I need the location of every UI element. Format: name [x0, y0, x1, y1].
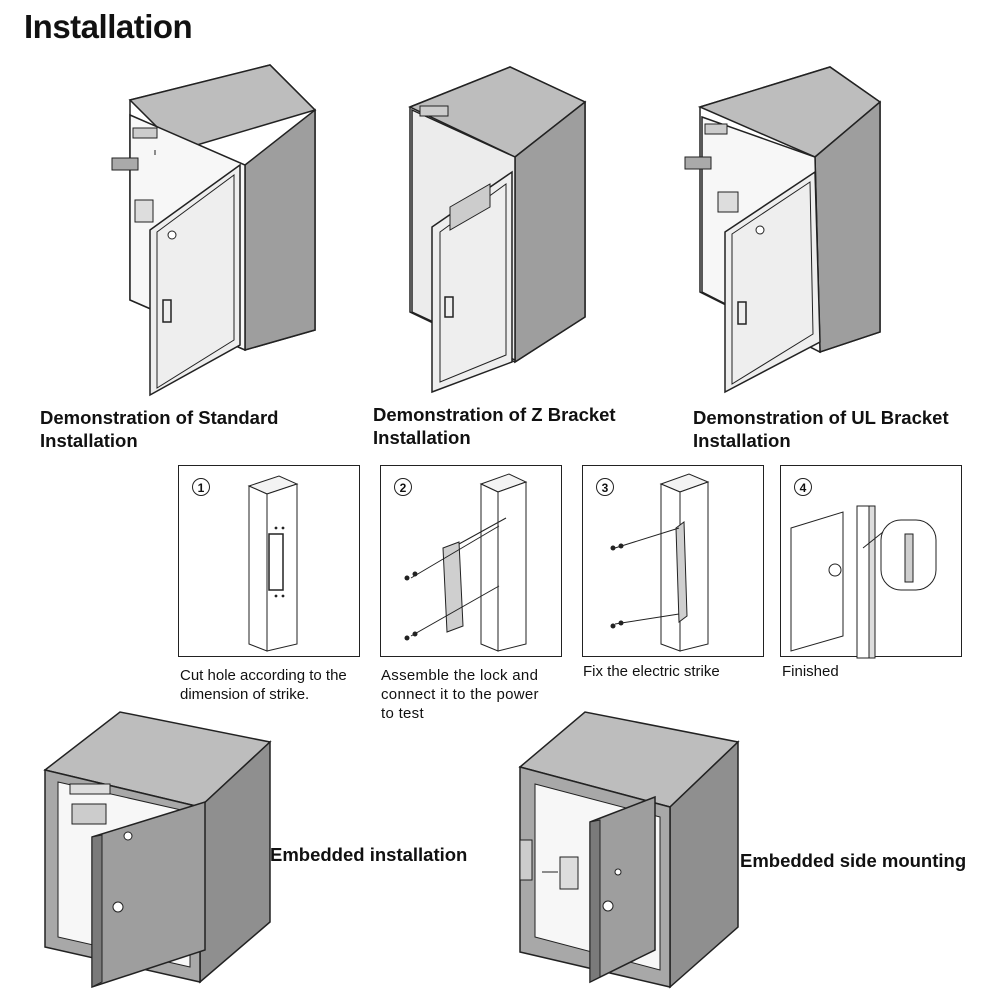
standard-installation-illustration [111, 64, 317, 397]
step-number: 4 [794, 478, 812, 496]
assemble-lock-illustration [404, 473, 528, 652]
caption-line: Installation [693, 430, 791, 451]
caption-line: connect it to the power [381, 686, 539, 703]
page-title: Installation [24, 8, 193, 45]
caption-line: Installation [373, 427, 471, 448]
step-4-caption: Finished [782, 662, 839, 681]
caption-line: Finished [782, 663, 839, 680]
z-bracket-installation-illustration [408, 66, 587, 394]
caption-line: dimension of strike. [180, 686, 310, 703]
step-3-caption: Fix the electric strike [583, 662, 720, 681]
step-3-panel: 3 [582, 465, 764, 657]
z-bracket-demo-caption: Demonstration of Z Bracket Installation [373, 403, 616, 449]
caption-line: to test [381, 705, 424, 722]
embedded-side-mounting-label: Embedded side mounting [740, 850, 967, 871]
caption-line: Demonstration of UL Bracket [693, 407, 949, 428]
door-frame-cut-hole-illustration [247, 475, 299, 652]
step-1-panel: 1 [178, 465, 360, 657]
caption-line: Fix the electric strike [583, 663, 720, 680]
step-number: 1 [192, 478, 210, 496]
caption-line: Demonstration of Z Bracket [373, 404, 616, 425]
caption-line: Cut hole according to the [180, 667, 347, 684]
ul-bracket-installation-illustration [684, 66, 882, 394]
step-number: 2 [394, 478, 412, 496]
caption-line: Demonstration of Standard [40, 407, 279, 428]
caption-line: Installation [40, 430, 138, 451]
fix-electric-strike-illustration [610, 473, 710, 652]
embedded-installation-illustration [43, 711, 272, 989]
standard-demo-caption: Demonstration of Standard Installation [40, 406, 278, 452]
embedded-side-mounting-illustration [518, 711, 740, 989]
step-2-caption: Assemble the lock and connect it to the … [381, 666, 539, 723]
step-2-panel: 2 [380, 465, 562, 657]
step-1-caption: Cut hole according to the dimension of s… [180, 666, 347, 704]
step-4-panel: 4 [780, 465, 962, 659]
embedded-installation-label: Embedded installation [270, 844, 468, 865]
finished-installation-illustration [790, 505, 937, 659]
step-number: 3 [596, 478, 614, 496]
ul-bracket-demo-caption: Demonstration of UL Bracket Installation [693, 406, 949, 452]
caption-line: Assemble the lock and [381, 667, 539, 684]
